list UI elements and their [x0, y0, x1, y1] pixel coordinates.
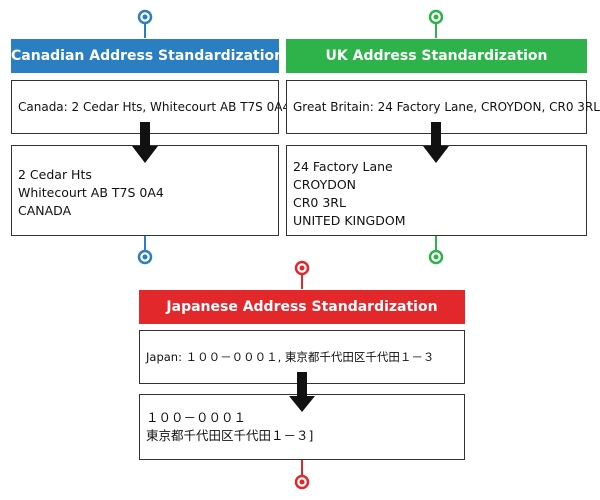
uk-output-box: 24 Factory Lane CROYDON CR0 3RL UNITED K… [286, 145, 587, 236]
canada-output-line: 2 Cedar Hts [18, 167, 92, 182]
japan-input-text: Japan: １００－０００１, 東京都千代田区千代田１－３ [146, 350, 435, 364]
japan-output-line: 東京都千代田区千代田１－３] [146, 428, 314, 443]
uk-header: UK Address Standardization [286, 39, 587, 73]
uk-input-text: Great Britain: 24 Factory Lane, CROYDON,… [293, 100, 600, 114]
canada-header: Canadian Address Standardization [11, 39, 284, 73]
uk-output-line: CR0 3RL [293, 195, 346, 210]
uk-output-line: 24 Factory Lane [293, 159, 393, 174]
japan-output-box: １００－０００１ 東京都千代田区千代田１－３] [139, 394, 465, 460]
canada-input-box: Canada: 2 Cedar Hts, Whitecourt AB T7S 0… [11, 80, 290, 134]
japan-input-box: Japan: １００－０００１, 東京都千代田区千代田１－３ [139, 330, 465, 384]
japan-output-line: １００－０００１ [146, 410, 247, 425]
canada-input-text: Canada: 2 Cedar Hts, Whitecourt AB T7S 0… [18, 100, 291, 114]
canada-output-box: 2 Cedar Hts Whitecourt AB T7S 0A4 CANADA [11, 145, 279, 236]
japan-header: Japanese Address Standardization [139, 290, 465, 324]
uk-input-box: Great Britain: 24 Factory Lane, CROYDON,… [286, 80, 600, 134]
uk-output-line: CROYDON [293, 177, 357, 192]
uk-output-line: UNITED KINGDOM [293, 213, 406, 228]
canada-output-line: CANADA [18, 203, 72, 218]
canada-output-line: Whitecourt AB T7S 0A4 [18, 185, 164, 200]
